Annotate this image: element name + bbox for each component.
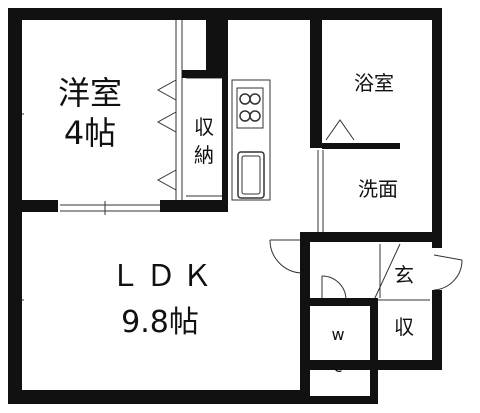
storage-label-bottom: 納 xyxy=(194,143,214,167)
bathroom-name: 浴室 xyxy=(354,71,394,95)
burner-icon xyxy=(249,110,261,122)
ldk-name: ＬＤＫ xyxy=(110,259,218,294)
sink xyxy=(237,151,265,199)
toilet-label-top: w xyxy=(331,325,344,344)
entrance-storage-name: 収 xyxy=(394,315,414,339)
western-room-name: 洋室 xyxy=(58,74,122,112)
stove xyxy=(236,87,264,129)
kitchen-fixtures xyxy=(236,87,265,199)
door-swings xyxy=(269,239,463,301)
toilet-label-bottom: c xyxy=(334,357,343,376)
burner-icon xyxy=(249,93,261,105)
burner-icon xyxy=(239,110,251,122)
walls xyxy=(8,8,442,404)
washroom-name: 洗面 xyxy=(358,177,398,201)
room-labels: 洋室 4帖 収 納 浴室 洗面 ＬＤＫ 9.8帖 玄 収 w c xyxy=(58,71,414,376)
ldk-size: 9.8帖 xyxy=(121,305,199,340)
western-room-size: 4帖 xyxy=(64,114,116,152)
storage-label-top: 収 xyxy=(194,115,214,139)
entrance-name: 玄 xyxy=(394,263,414,287)
burner-icon xyxy=(239,93,251,105)
